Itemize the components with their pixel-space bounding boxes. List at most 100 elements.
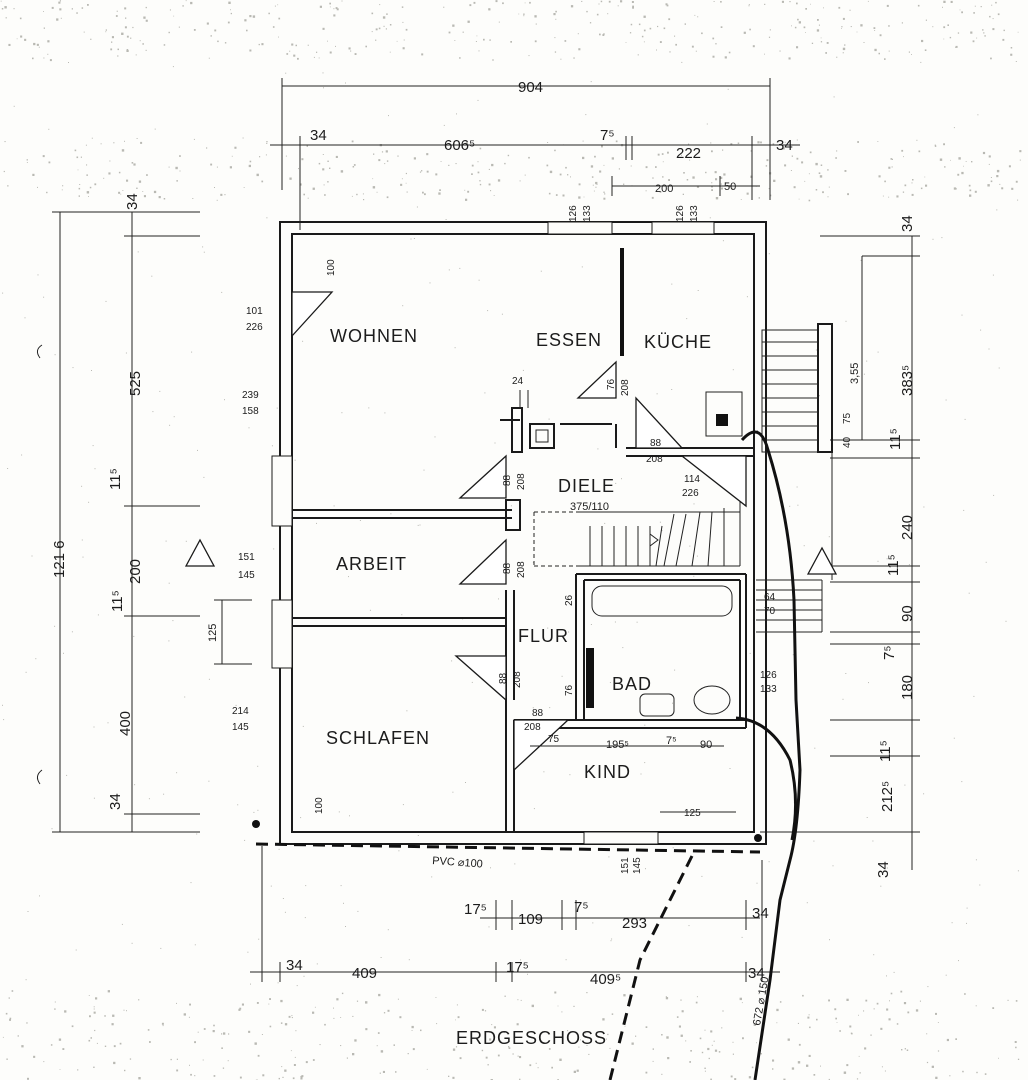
dim-door-kind-a: 88 (532, 708, 544, 719)
plan-title: ERDGESCHOSS (456, 1028, 607, 1048)
dim-top-e: 34 (776, 137, 793, 154)
dim-window-top-1b: 133 (582, 205, 593, 222)
dim-door-diele-b: 208 (646, 454, 663, 465)
dim-right-n: 75 (842, 412, 853, 424)
dim-bottom-a5: 34 (752, 905, 769, 922)
dim-top-a: 34 (310, 127, 327, 144)
dim-door-schlafen-b: 208 (512, 671, 523, 688)
room-label-bad: BAD (612, 674, 652, 694)
dim-right-d: 11⁵ (887, 428, 904, 450)
door-swings (291, 291, 747, 772)
dim-win-wohnen-side-b: 226 (246, 322, 263, 333)
dim-door-arbeit-b: 208 (516, 561, 527, 578)
dim-bot-win-a: 151 (620, 857, 631, 874)
dim-door-kind-b: 208 (524, 722, 541, 733)
dimension-lines-right (760, 235, 920, 870)
dim-right-i: 180 (899, 675, 916, 700)
exterior-stairs-lower (756, 579, 823, 633)
dim-win-schlafen-a: 214 (232, 706, 249, 717)
dim-door-ext-b: 226 (682, 488, 699, 499)
dim-right-c: 3,55 (849, 363, 861, 384)
room-label-essen: ESSEN (536, 330, 602, 350)
dim-window-top-2b: 133 (689, 205, 700, 222)
dim-left-e: 11⁵ (109, 590, 126, 612)
dim-win-wohnen-left-b: 158 (242, 406, 259, 417)
dim-left-g: 34 (107, 793, 124, 810)
dim-left-d: 200 (127, 559, 144, 584)
dim-bad-d: 133 (760, 684, 777, 695)
dim-kind-c: 7⁵ (666, 735, 677, 747)
dim-door-kueche-b: 208 (620, 379, 631, 396)
kitchen-stove (705, 391, 743, 437)
pipe-label: PVC ⌀100 (432, 855, 483, 871)
dim-bottom-b1: 34 (286, 957, 303, 974)
room-label-kueche: KÜCHE (644, 332, 712, 352)
dim-right-b: 383⁵ (899, 365, 916, 396)
dim-left-b: 525 (127, 371, 144, 396)
dim-bad-b: 76 (564, 684, 575, 696)
dim-win-wohnen-top: 100 (326, 259, 337, 276)
pipe-label-2: 672 ⌀ 150 (751, 976, 771, 1027)
dim-bad-c: 126 (760, 670, 777, 681)
dim-bad-window-b: 70 (764, 606, 776, 617)
dim-door-ext-a: 114 (684, 474, 700, 485)
dim-win-wohnen-left-a: 239 (242, 390, 259, 401)
dim-kind-window: 125 (684, 808, 701, 819)
room-label-flur: FLUR (518, 626, 569, 646)
dim-kind-b: 195⁵ (606, 739, 629, 751)
bathroom-fixtures (586, 585, 733, 717)
dim-right-k: 212⁵ (879, 781, 896, 812)
dim-window-top-2a: 126 (675, 205, 686, 222)
dim-door-kueche-a: 76 (606, 378, 617, 390)
room-label-wohnen: WOHNEN (330, 326, 418, 346)
dim-bad-window-a: 64 (764, 592, 776, 603)
dim-door-diele-a: 88 (650, 438, 662, 449)
dim-right-h: 7⁵ (881, 645, 898, 660)
dim-bottom-a4: 293 (622, 915, 647, 932)
dim-right-m: 40 (842, 436, 853, 448)
dim-top-d: 222 (676, 145, 701, 162)
dim-top-total: 904 (518, 79, 543, 96)
dim-right-e: 240 (899, 515, 916, 540)
dimension-lines-left (36, 211, 252, 833)
dim-bottom-b5: 34 (748, 965, 765, 982)
dim-bot-win-b: 145 (632, 857, 643, 874)
chimney (519, 390, 555, 449)
dim-right-a: 34 (899, 215, 916, 232)
dim-top-b: 606⁵ (444, 137, 475, 154)
dim-door-schlafen-a: 88 (498, 672, 509, 684)
dim-win-arbeit-b: 145 (238, 570, 255, 581)
dimension-lines-top (270, 78, 800, 230)
dim-stair: 375/110 (570, 501, 609, 513)
room-label-diele: DIELE (558, 476, 615, 496)
dim-door-wohnen-b: 208 (516, 473, 527, 490)
dim-left-f: 400 (117, 711, 134, 736)
dim-door-arbeit-a: 88 (502, 562, 513, 574)
interior-staircase (533, 500, 741, 567)
dim-left-c: 11⁵ (107, 468, 124, 490)
dim-win-wohnen-side-a: 101 (246, 306, 263, 317)
dim-win-schlafen-bot: 100 (314, 797, 325, 814)
dim-right-f: 11⁵ (885, 554, 902, 576)
dim-bad-a: 26 (564, 594, 575, 606)
dim-top-c: 7⁵ (600, 127, 615, 144)
dim-left-a: 34 (124, 193, 141, 210)
dim-right-j: 11⁵ (877, 740, 894, 762)
dim-window-top-1a: 126 (568, 205, 579, 222)
dim-left-h: 125 (207, 624, 219, 642)
dimension-lines-bottom (250, 846, 780, 982)
dim-bottom-b3: 17⁵ (506, 959, 529, 976)
dim-win-schlafen-b: 145 (232, 722, 249, 733)
room-label-kind: KIND (584, 762, 631, 782)
dim-door-wohnen-a: 88 (502, 474, 513, 486)
room-label-schlafen: SCHLAFEN (326, 728, 430, 748)
dim-top-f: 200 (655, 183, 673, 195)
outer-walls (271, 221, 767, 845)
dim-top-g: 50 (724, 181, 736, 193)
dim-kind-a: 75 (548, 734, 560, 745)
dim-chimney: 24 (512, 376, 524, 387)
dim-bottom-b4: 409⁵ (590, 971, 621, 988)
